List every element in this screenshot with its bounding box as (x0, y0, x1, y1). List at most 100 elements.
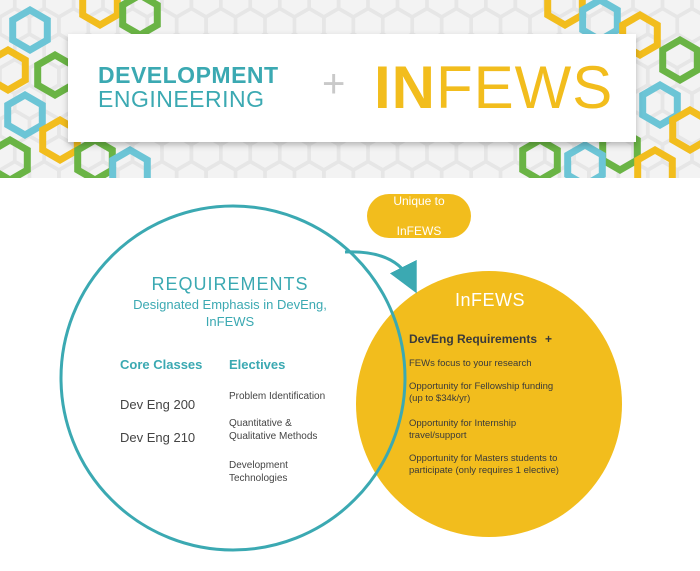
hexagon-accent (579, 0, 621, 45)
hexagon-accent (669, 105, 700, 155)
hexagon-outline (632, 0, 663, 18)
hexagon-outline (647, 110, 678, 145)
hexagon-outline (471, 161, 501, 178)
elective-line2: Qualitative Methods (229, 431, 318, 442)
hexagon-outline (662, 135, 693, 171)
hexagon-outline (264, 8, 295, 43)
hexagon-accent (564, 140, 606, 178)
elective-item: Quantitative & Qualitative Methods (229, 417, 349, 443)
benefit-line1: Opportunity for Masters students to (409, 453, 558, 464)
hexagon-outline (529, 161, 560, 178)
hexagon-outline (603, 0, 634, 18)
hexagon-outline (500, 161, 531, 178)
hexagon-outline (456, 0, 486, 18)
requirements-diagram (59, 204, 622, 552)
hexagon-outline (397, 0, 428, 18)
hexagon-outline (691, 37, 700, 65)
benefit-line2: travel/support (409, 430, 467, 441)
hexagon-outline (161, 0, 192, 18)
hexagon-outline (147, 161, 177, 178)
elective-line1: Problem Identification (229, 391, 326, 402)
hexagon-accent (4, 90, 46, 140)
infews-fews: FEWS (436, 54, 614, 121)
arrow-to-infews (344, 250, 417, 294)
hexagon-outline (323, 8, 354, 43)
hexagon-accent (634, 145, 676, 178)
deveng-plus: + (545, 332, 553, 346)
hexagon-outline (102, 0, 133, 18)
hexagon-outline (309, 0, 339, 18)
development-label: DEVELOPMENT (98, 62, 279, 88)
hexagon-outline (441, 161, 472, 178)
hexagon-outline (14, 135, 45, 171)
hexagon-outline (88, 161, 118, 178)
title-card: DEVELOPMENT ENGINEERING + INFEWS (68, 34, 636, 142)
hexagon-outline (662, 0, 693, 18)
hexagon-accent (659, 35, 700, 85)
hexagon-outline (382, 8, 413, 43)
hexagon-outline (0, 161, 30, 178)
hexagon-outline (0, 0, 15, 18)
hexagon-outline (647, 8, 678, 43)
hexagon-outline (677, 8, 700, 43)
engineering-label: ENGINEERING (98, 86, 265, 112)
hexagon-outline (176, 8, 207, 43)
hexagon-outline (0, 8, 30, 43)
hexagon-accent (0, 135, 31, 178)
hexagon-accent (9, 5, 51, 55)
hexagon-outline (382, 161, 413, 178)
hexagon-outline (44, 135, 74, 171)
hexagon-outline (29, 161, 59, 178)
requirements-subtitle: Designated Emphasis in DevEng,InFEWS (110, 296, 350, 330)
requirements-title: REQUIREMENTS (151, 274, 309, 294)
hexagon-outline (14, 0, 45, 18)
deveng-label-text: DevEng Requirements (409, 332, 538, 346)
hexagon-outline (353, 8, 383, 43)
hexagon-accent (0, 45, 29, 95)
hexagon-outline (677, 161, 700, 178)
hexagon-outline (353, 161, 383, 178)
callout-line2: InFEWS (396, 223, 442, 238)
hexagon-outline (44, 0, 74, 18)
hexagon-outline (176, 161, 207, 178)
subtitle-line2: InFEWS (205, 314, 255, 329)
hexagon-outline (58, 8, 89, 43)
hexagon-outline (412, 8, 442, 43)
hexagon-outline (559, 161, 589, 178)
hexagon-outline (0, 84, 15, 120)
infews-logo-text: INFEWS (374, 56, 613, 120)
benefit-line2: (up to $34k/yr) (409, 393, 471, 404)
elective-line2: Technologies (229, 473, 288, 484)
hexagon-outline (220, 0, 251, 18)
requirements-circle (59, 204, 407, 552)
hexagon-outline (691, 0, 700, 14)
core-class-item: Dev Eng 200 (120, 397, 196, 412)
hexagon-outline (426, 0, 457, 18)
unique-to-infews-callout: Unique to InFEWS (367, 194, 471, 238)
hexagon-accent (79, 0, 121, 30)
benefit-line1: FEWs focus to your research (409, 358, 532, 369)
electives-header: Electives (229, 357, 286, 372)
hexagon-accent (109, 145, 151, 178)
infews-benefit-item: Opportunity for Fellowship funding(up to… (409, 381, 591, 405)
hexagon-outline (206, 161, 236, 178)
hexagon-outline (294, 161, 324, 178)
hexagon-outline (691, 139, 700, 167)
infews-in-bold: IN (374, 54, 436, 121)
core-classes-header: Core Classes (120, 357, 203, 372)
callout-line1: Unique to (393, 193, 445, 208)
hexagon-outline (0, 135, 15, 171)
infews-heading: InFEWS (454, 290, 525, 310)
hexagon-outline (279, 0, 310, 18)
benefit-line1: Opportunity for Fellowship funding (409, 381, 554, 392)
hexagon-outline (73, 0, 104, 18)
elective-line1: Quantitative & (229, 418, 292, 429)
hexagon-outline (471, 8, 501, 43)
hexagon-outline (191, 0, 221, 18)
infews-circle (356, 271, 622, 537)
elective-item: Problem Identification (229, 390, 349, 403)
benefit-line2: participate (only requires 1 elective) (409, 465, 559, 476)
